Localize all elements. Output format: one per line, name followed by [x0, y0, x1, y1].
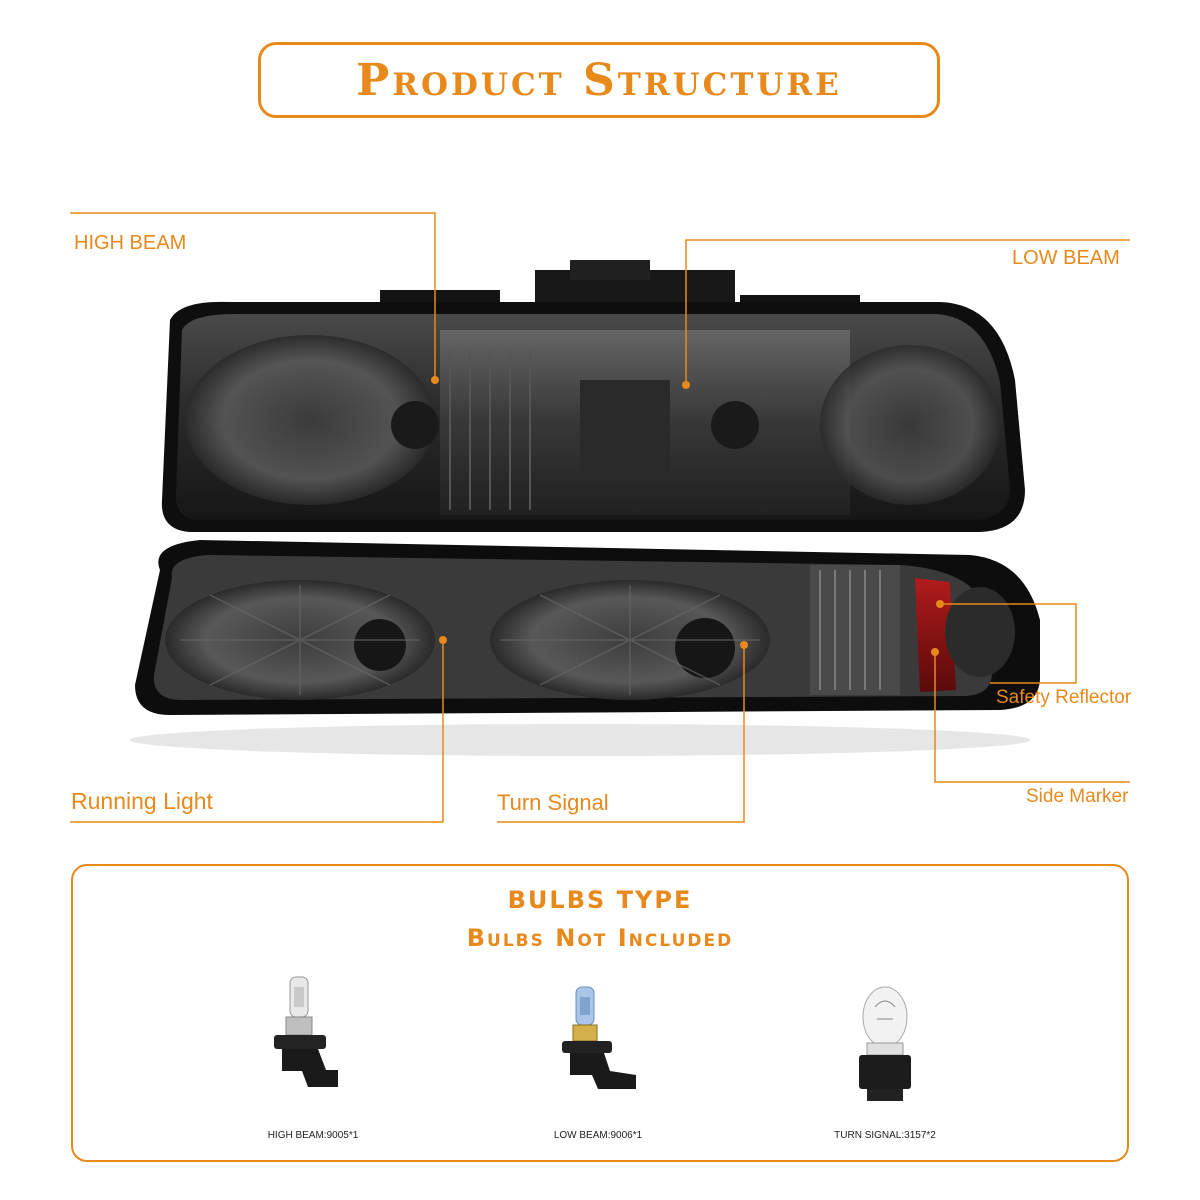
bulbs-heading: BULBS TYPE — [507, 886, 693, 914]
safety-reflector-label: Safety Reflector — [996, 687, 1132, 708]
bulb-caption-high-beam: HIGH BEAM:9005*1 — [267, 1130, 359, 1141]
high-beam-label: HIGH BEAM — [74, 232, 187, 254]
3157-bulb-icon — [859, 986, 911, 1101]
running-light-label: Running Light — [71, 788, 213, 814]
bulbs-panel — [71, 864, 1129, 1162]
hb3-bulb-icon — [274, 976, 338, 1087]
bulb-caption-turn-signal: TURN SIGNAL:3157*2 — [834, 1130, 936, 1141]
hb4-bulb-icon — [562, 986, 636, 1089]
page-title: Product Structure — [356, 54, 842, 106]
bulbs-subheading: Bulbs Not Included — [466, 924, 734, 952]
bulb-caption-low-beam: LOW BEAM:9006*1 — [553, 1130, 643, 1141]
turn-signal-label: Turn Signal — [497, 790, 609, 815]
headlight-assembly-image — [130, 260, 1040, 756]
side-marker-label: Side Marker — [1026, 786, 1129, 807]
low-beam-label: LOW BEAM — [1012, 247, 1120, 269]
title-frame: Product Structure — [258, 42, 940, 118]
